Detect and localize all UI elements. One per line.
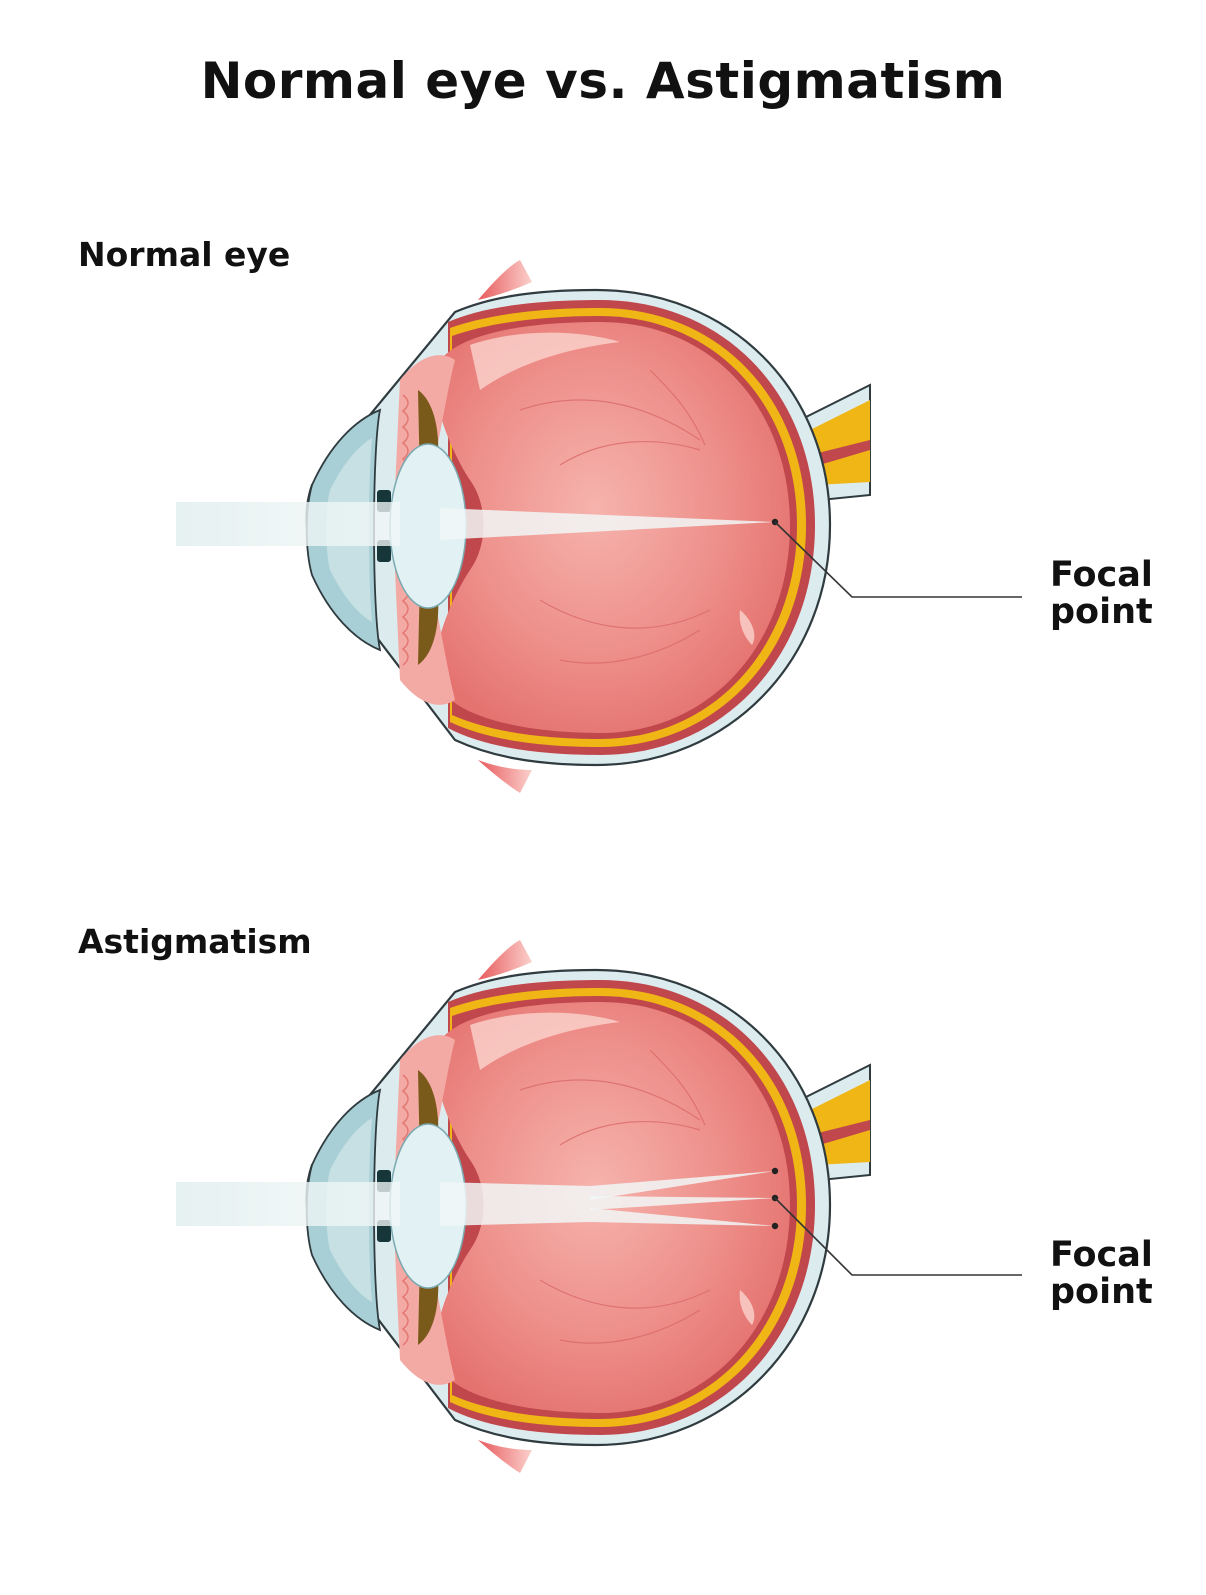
astigmatism-heading: Astigmatism — [78, 922, 312, 961]
focal-point-label-line2: point — [1050, 592, 1153, 632]
astigmatism-eye-illustration — [176, 938, 1022, 1475]
incoming-light-beam — [176, 502, 400, 546]
normal-eye-illustration — [176, 258, 1022, 795]
converging-light-beam — [440, 508, 775, 540]
focal-leader-line — [774, 521, 1022, 598]
focal-point-label: Focal point — [1050, 1237, 1153, 1311]
page-title: Normal eye vs. Astigmatism — [200, 52, 1006, 110]
normal-eye-heading: Normal eye — [78, 235, 291, 274]
split-ray-lower — [590, 1208, 775, 1226]
focal-point-label-line2: point — [1050, 1272, 1153, 1312]
focal-point-label: Focal point — [1050, 557, 1153, 631]
focal-point-label-line1: Focal — [1050, 1235, 1153, 1275]
split-ray-middle — [590, 1196, 775, 1210]
focal-point-label-line1: Focal — [1050, 555, 1153, 595]
converging-light-beam — [440, 1182, 590, 1226]
focal-point-dot — [771, 1167, 779, 1175]
split-ray-upper — [590, 1171, 775, 1200]
focal-point-dot — [771, 1222, 779, 1230]
incoming-light-beam — [176, 1182, 400, 1226]
focal-leader-line — [774, 1197, 1022, 1276]
